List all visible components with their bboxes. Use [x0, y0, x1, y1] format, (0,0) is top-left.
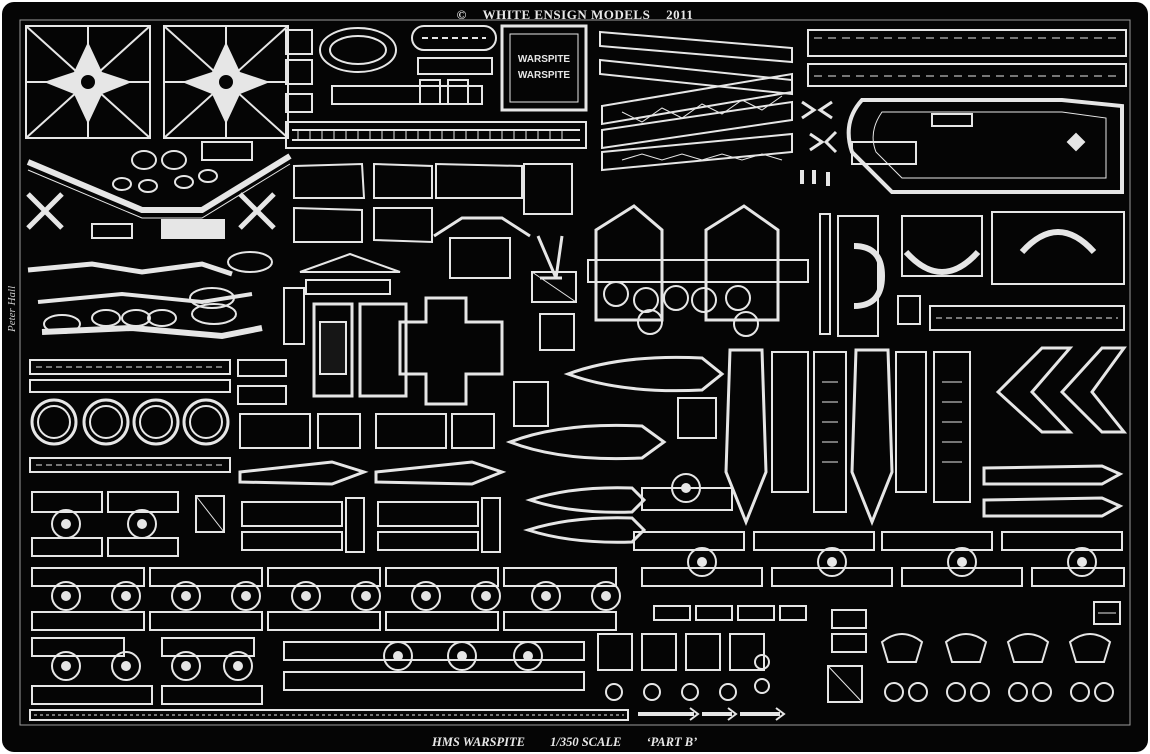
- manufacturer-name: WHITE ENSIGN MODELS: [482, 7, 651, 22]
- nameplate-part: WARSPITE WARSPITE: [500, 24, 588, 112]
- machinery-parts: [195, 381, 717, 553]
- small-ring-parts: [112, 141, 253, 193]
- vertical-ladder-parts: [771, 351, 971, 513]
- anchor-ring-parts: [880, 601, 1121, 702]
- ship-name: HMS WARSPITE: [432, 735, 525, 749]
- small-plate-rows: [29, 359, 287, 473]
- rail-ladder-part: [807, 29, 1127, 87]
- release-year: 2011: [666, 7, 694, 22]
- nameplate-line-2: WARSPITE: [518, 70, 571, 81]
- long-strip-part: [29, 707, 786, 721]
- platform-parts: [283, 216, 577, 351]
- star-frame-parts: [25, 25, 289, 139]
- v-strut-part: [26, 153, 292, 213]
- large-ring-parts: [30, 398, 230, 446]
- mounting-saddle-row-3: [31, 637, 585, 705]
- fret-header: © WHITE ENSIGN MODELS 2011: [2, 7, 1148, 23]
- mounting-saddle-row-2: [31, 547, 1125, 631]
- nameplate-line-1: WARSPITE: [518, 54, 571, 65]
- funnel-cap-parts: [293, 162, 573, 244]
- part-label: ‘PART B’: [646, 735, 698, 749]
- small-fitting-parts: [597, 605, 867, 703]
- bracket-bar-parts: [27, 251, 273, 340]
- mounting-saddle-row-1: [31, 473, 1123, 557]
- crane-base-parts: [587, 204, 809, 337]
- crane-jib-parts: [599, 30, 793, 172]
- scale-label: 1/350 SCALE: [550, 735, 622, 749]
- boat-hull-parts: [238, 348, 1124, 544]
- davit-rail-parts: [819, 211, 1125, 337]
- deckhouse-parts: [312, 296, 504, 406]
- chevron-walkway-part: [995, 346, 1128, 434]
- fret-footer: HMS WARSPITE 1/350 SCALE ‘PART B’: [432, 735, 719, 750]
- x-bracket-parts: [26, 192, 276, 239]
- rail-loop-part: [846, 98, 1124, 194]
- ladder-parts: [285, 25, 587, 149]
- clip-parts: [800, 100, 838, 186]
- fret-frame: [19, 19, 1131, 726]
- copyright-symbol: ©: [456, 7, 467, 22]
